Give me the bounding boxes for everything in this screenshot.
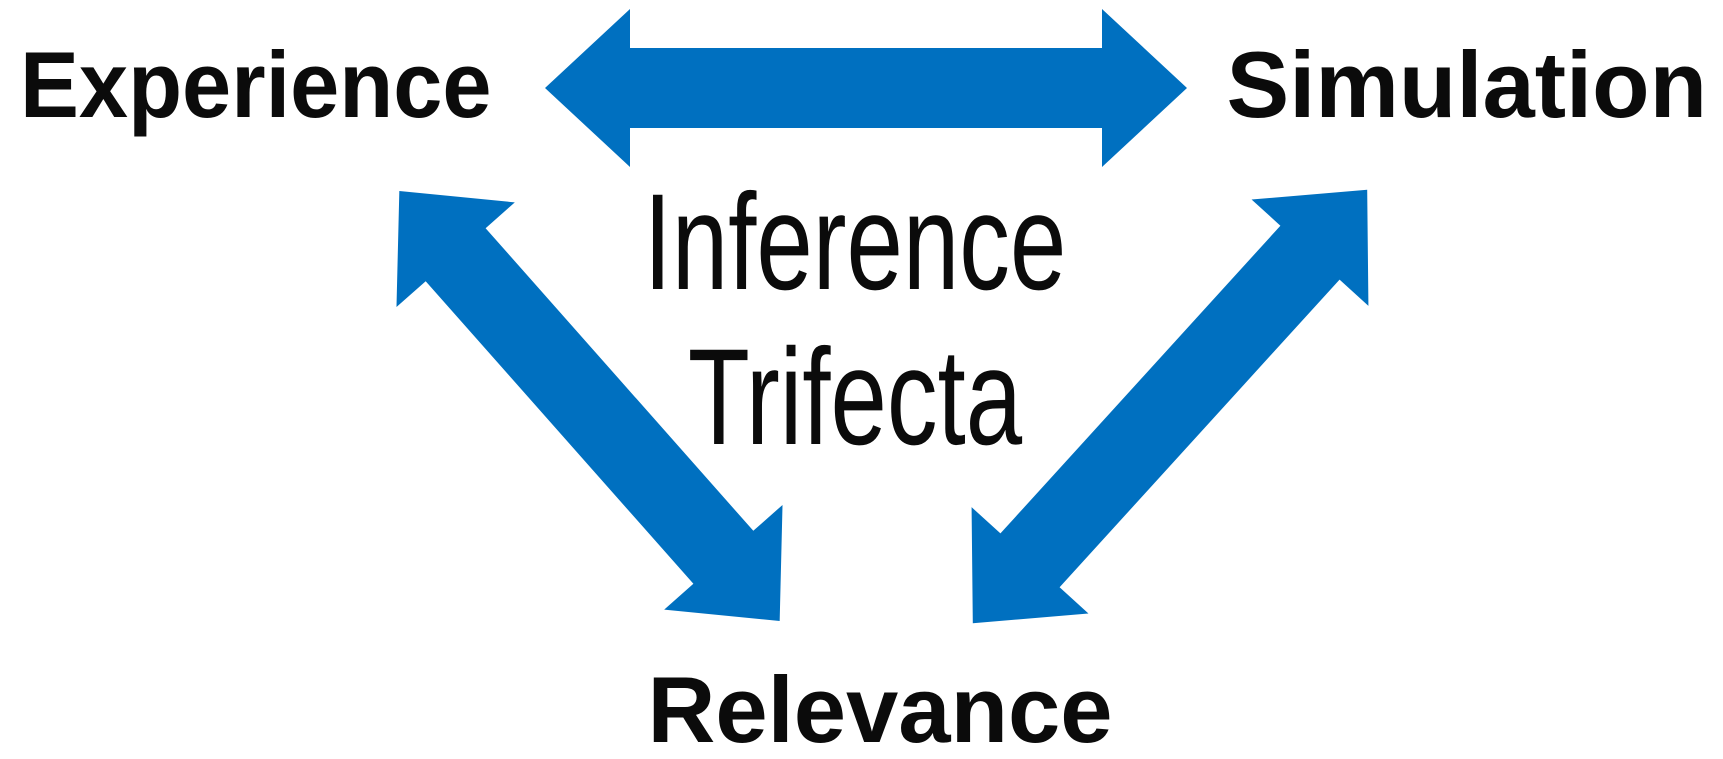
experience-relevance-arrow [396, 191, 783, 621]
node-label-relevance: Relevance [647, 657, 1113, 759]
node-label-experience: Experience [20, 32, 492, 137]
node-label-simulation: Simulation [1226, 32, 1707, 137]
center-label-line1: Inference [643, 166, 1067, 319]
experience-simulation-arrow [545, 9, 1187, 167]
relevance-simulation-arrow [971, 189, 1369, 624]
center-label: Inference Trifecta [644, 165, 1067, 475]
center-label-line2: Trifecta [687, 321, 1023, 474]
